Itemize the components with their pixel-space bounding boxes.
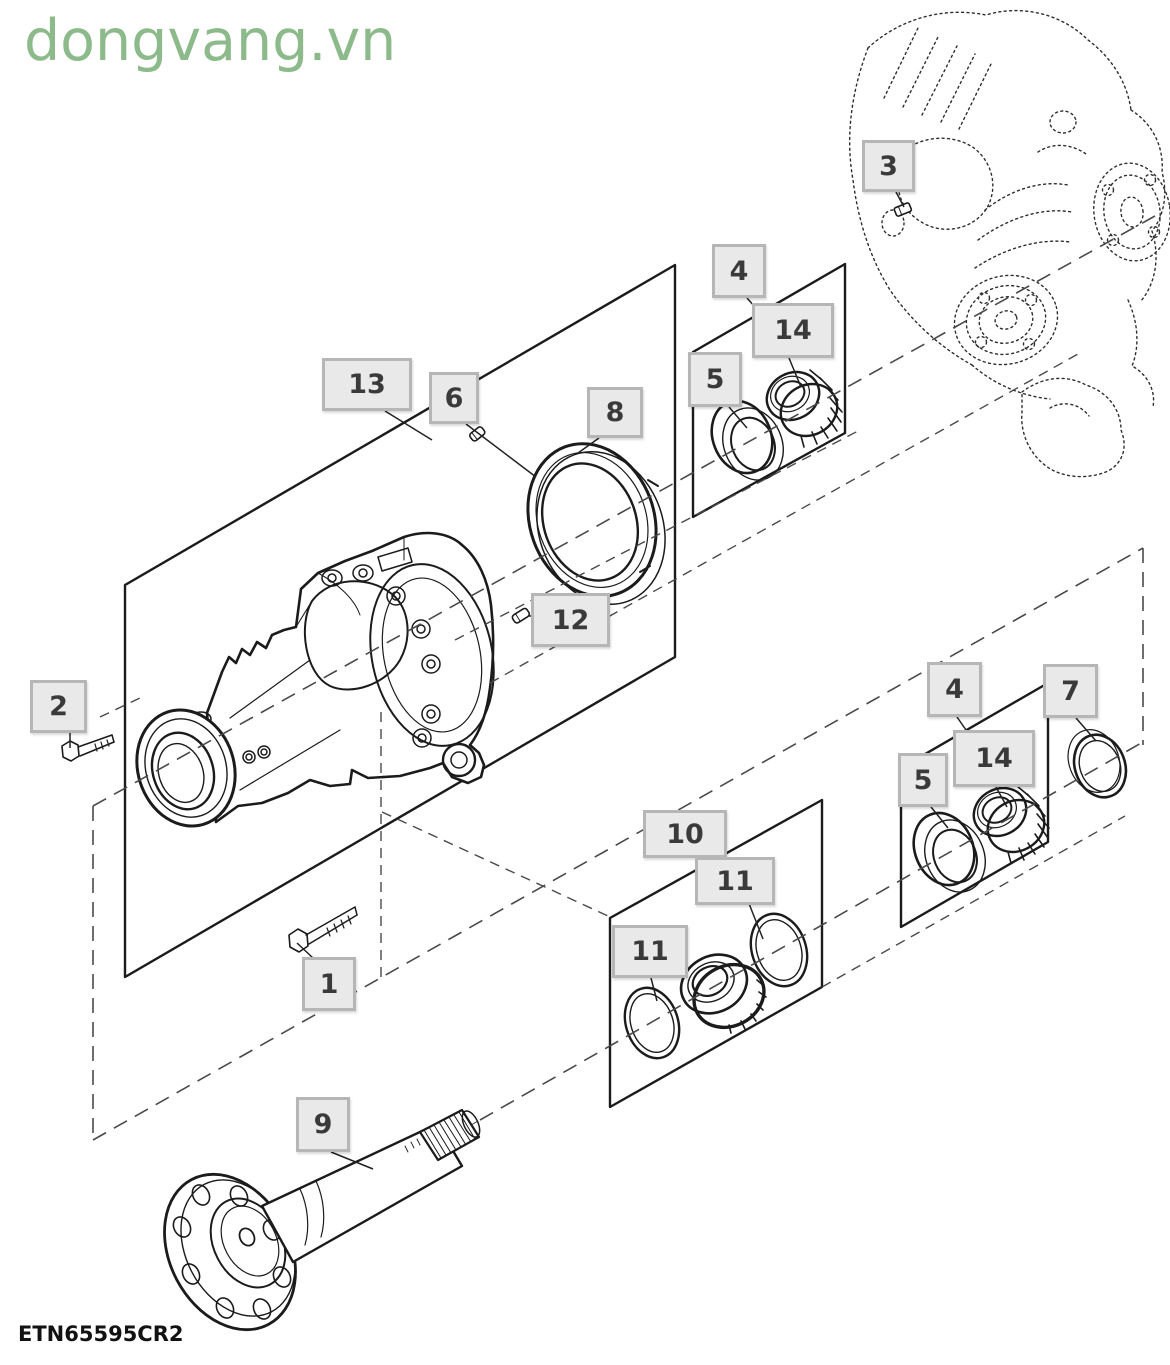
axle-shaft-9 bbox=[163, 1108, 481, 1332]
callout-12: 12 bbox=[531, 593, 610, 647]
callout-4-lower: 4 bbox=[927, 662, 982, 717]
dashed-construction-lines bbox=[92, 215, 1156, 1141]
bearing-cone-14-upper bbox=[765, 369, 843, 448]
hub-dotted bbox=[1093, 162, 1170, 262]
callout-3: 3 bbox=[862, 140, 915, 192]
seal-ring-7 bbox=[1067, 729, 1128, 799]
watermark-logo: dongvang.vn bbox=[24, 8, 397, 74]
callout-11-right: 11 bbox=[695, 857, 775, 905]
bolt-1 bbox=[288, 906, 358, 953]
oring-11-left bbox=[623, 986, 681, 1060]
callout-9: 9 bbox=[296, 1097, 350, 1152]
seal-ring-8 bbox=[526, 442, 666, 606]
upper-bearing-panel bbox=[691, 262, 847, 519]
shaft-splines bbox=[404, 1108, 481, 1162]
engine-reference-dotted bbox=[849, 9, 1170, 478]
bolt-2 bbox=[61, 734, 115, 762]
callout-14-lower: 14 bbox=[953, 730, 1035, 787]
callout-11-left: 11 bbox=[612, 925, 688, 978]
callout-2: 2 bbox=[30, 680, 87, 733]
seal-10 bbox=[679, 953, 767, 1034]
pin-12 bbox=[511, 607, 531, 624]
plug-3 bbox=[893, 202, 913, 217]
callout-5-upper: 5 bbox=[688, 352, 742, 407]
callout-14-upper: 14 bbox=[752, 303, 834, 358]
callout-13: 13 bbox=[322, 358, 412, 411]
rollers bbox=[800, 369, 843, 448]
callout-5-lower: 5 bbox=[898, 753, 948, 807]
axle-housing-drawing bbox=[135, 531, 495, 828]
bearing-cone-14-lower bbox=[972, 785, 1050, 864]
callout-7: 7 bbox=[1043, 664, 1098, 718]
callout-10: 10 bbox=[643, 810, 727, 858]
rollers bbox=[1007, 785, 1050, 864]
leader-lines bbox=[69, 191, 1097, 1170]
housing-bore bbox=[135, 708, 237, 828]
pulley-dotted bbox=[953, 274, 1059, 366]
document-code: ETN65595CR2 bbox=[18, 1322, 184, 1346]
callout-8: 8 bbox=[587, 387, 643, 438]
callout-1: 1 bbox=[302, 957, 356, 1011]
bearing-cup-5-lower bbox=[912, 811, 986, 893]
callout-4-upper: 4 bbox=[712, 244, 766, 298]
oring-11-right bbox=[749, 912, 809, 988]
lower-bearing-panel bbox=[899, 681, 1050, 929]
callout-6: 6 bbox=[429, 372, 479, 424]
